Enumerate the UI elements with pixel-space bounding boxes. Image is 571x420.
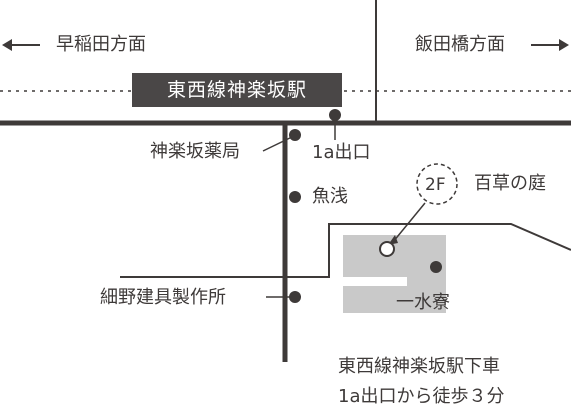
ichisuiryo-label: 一水寮 <box>396 292 450 313</box>
exit-dot <box>329 109 341 121</box>
ichisuiryo-building <box>343 235 446 313</box>
pharmacy-leader <box>262 135 295 152</box>
ichisuiryo-dot <box>430 261 442 273</box>
road-lower-lane <box>120 223 571 278</box>
hosiery-label: 細野建具製作所 <box>100 287 226 308</box>
hosiery-dot <box>289 291 301 303</box>
direction-left-label: 早稲田方面 <box>56 34 146 55</box>
pharmacy-label: 神楽坂薬局 <box>150 141 240 162</box>
floor-badge <box>416 163 458 205</box>
garden-dot <box>379 241 395 257</box>
pharmacy-dot <box>289 129 301 141</box>
arrow-right-icon <box>531 39 569 51</box>
garden-building-block <box>343 235 407 277</box>
fish-dot <box>289 191 301 203</box>
exit-label: 1a出口 <box>312 142 371 163</box>
access-line-1: 東西線神楽坂駅下車 <box>338 356 500 377</box>
station-label: 東西線神楽坂駅 <box>132 73 342 107</box>
arrow-left-icon <box>2 39 40 51</box>
garden-label: 百草の庭 <box>474 173 546 194</box>
fish-label: 魚浅 <box>312 186 348 207</box>
garden-pointer <box>392 202 426 243</box>
direction-right-label: 飯田橋方面 <box>415 34 505 55</box>
access-line-2: 1a出口から徒歩３分 <box>338 386 505 407</box>
floor-label: 2F <box>425 175 446 195</box>
